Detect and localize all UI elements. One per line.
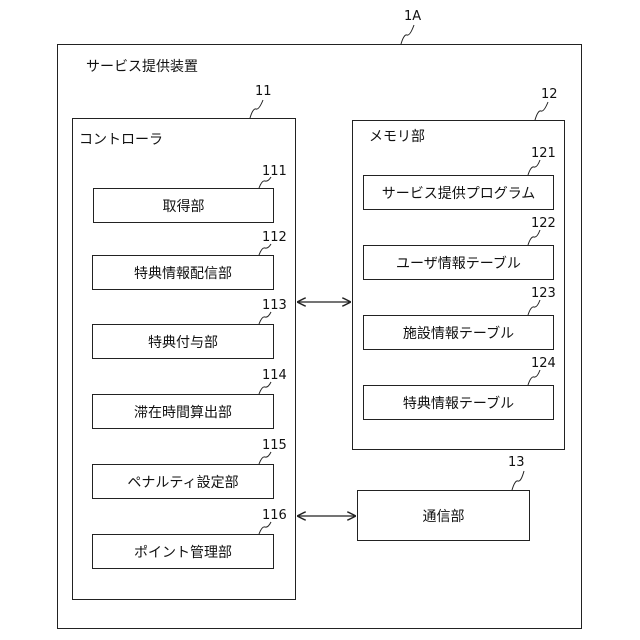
stay-time-calculation-unit-leader (259, 382, 271, 394)
benefit-info-table-leader (528, 370, 540, 385)
point-management-unit-leader (259, 522, 271, 534)
benefit-granting-unit-leader (259, 312, 271, 324)
memory-leader (535, 102, 548, 120)
user-info-table-leader (528, 230, 540, 245)
controller-leader (250, 100, 263, 118)
device-leader (401, 25, 414, 44)
service-program-leader (528, 160, 540, 175)
facility-info-table-leader (528, 300, 540, 315)
acquisition-unit-leader (259, 177, 271, 188)
communication-unit-leader (512, 471, 524, 490)
benefit-info-distribution-unit-leader (259, 244, 271, 255)
penalty-setting-unit-leader (259, 452, 271, 464)
